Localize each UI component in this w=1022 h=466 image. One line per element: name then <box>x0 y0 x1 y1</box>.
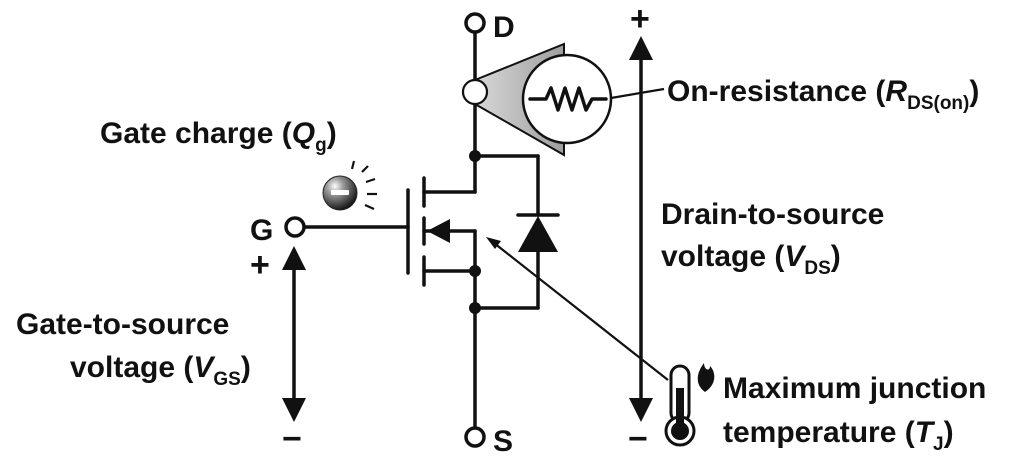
junction-temp-pointer <box>486 237 669 381</box>
diode-triangle <box>518 216 558 252</box>
vgs-arrowhead-up <box>282 246 306 270</box>
gate-terminal <box>284 216 306 238</box>
electron-ball-icon <box>322 160 377 211</box>
drain-to-source-line2: voltage (VDS) <box>661 240 841 279</box>
mosfet-symbol <box>303 31 481 430</box>
junction-temp-line1: Maximum junction <box>723 372 986 405</box>
gate-to-source-line2: voltage (VGS) <box>70 351 251 390</box>
body-arrow <box>427 219 450 243</box>
vds-plus-sign: + <box>630 0 650 38</box>
vds-minus-sign: − <box>628 420 648 458</box>
junction-body <box>469 265 481 277</box>
junction-temp-leader <box>493 242 669 381</box>
junction-temp-leader-head <box>486 237 501 249</box>
vds-arrowhead-up <box>629 36 653 60</box>
body-diode <box>473 154 560 310</box>
vgs-arrow <box>282 246 306 422</box>
on-resistance-label: On-resistance (RDS(on)) <box>667 75 979 114</box>
source-label: S <box>493 425 513 458</box>
on-resistance-magnifier <box>461 42 665 157</box>
drain-to-source-line1: Drain-to-source <box>661 198 884 231</box>
drain-terminal <box>464 12 486 34</box>
vgs-arrowhead-down <box>282 398 306 422</box>
vds-arrow <box>629 36 653 422</box>
magnifier-spot <box>461 78 489 106</box>
thermometer-icon <box>664 364 696 447</box>
source-terminal <box>464 426 486 448</box>
vgs-minus-sign: − <box>282 420 302 458</box>
on-resistance-leader <box>610 87 665 100</box>
drain-label: D <box>493 11 515 44</box>
gate-charge-label: Gate charge (Qg) <box>100 117 337 156</box>
flame-icon <box>697 363 715 392</box>
resistor-icon <box>528 86 608 112</box>
gate-label: G <box>250 214 273 247</box>
vgs-plus-sign: + <box>250 246 270 284</box>
gate-to-source-line1: Gate-to-source <box>16 308 229 341</box>
junction-temp-line2: temperature (TJ) <box>723 416 954 455</box>
vds-arrowhead-down <box>629 398 653 422</box>
